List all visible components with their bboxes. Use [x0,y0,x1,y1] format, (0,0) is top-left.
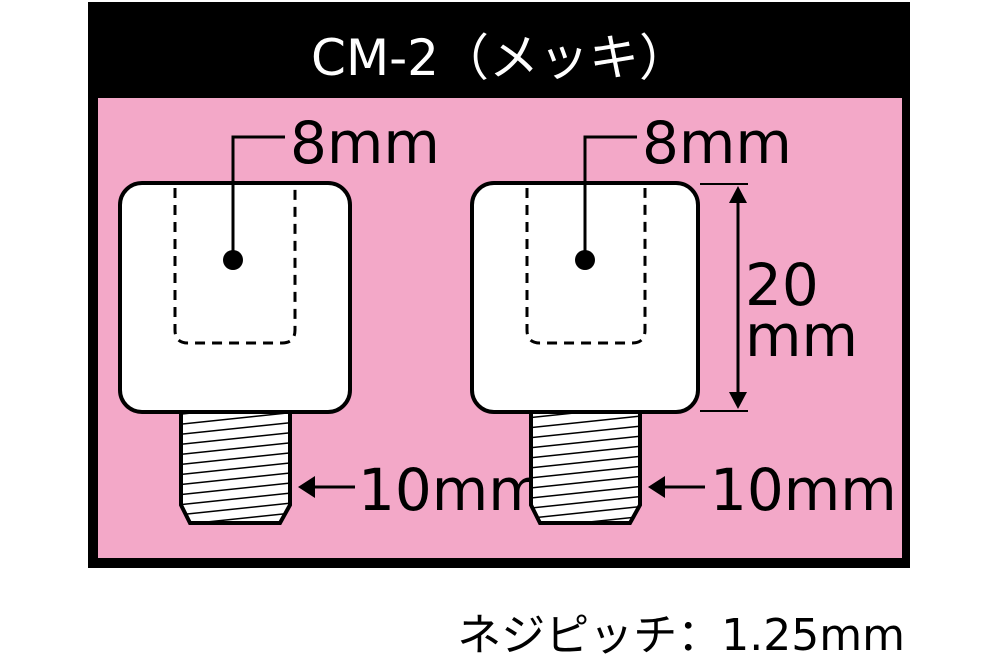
thread [179,410,292,525]
adapter-left: 8mm 10mm [118,109,545,525]
thread-label: 10mm [358,456,545,524]
height-label-unit: mm [745,302,858,370]
arrow-icon [648,476,665,498]
thread-label: 10mm [710,456,897,524]
thread-pitch-note: ネジピッチ：1.25mm [457,610,905,661]
leader-line [231,135,285,260]
height-label-number: 20 [745,251,819,319]
arrow-icon [298,476,315,498]
arrow-up-icon [729,186,747,203]
thread [529,410,642,525]
title: CM-2（メッキ） [311,29,689,87]
hole-outline [173,188,297,345]
hole-label: 8mm [642,109,792,177]
leader-line [583,135,637,260]
hole-label: 8mm [290,109,440,177]
arrow-down-icon [729,392,747,409]
hole-outline [525,188,647,345]
body [118,181,352,414]
adapter-right: 8mm 20 mm 10mm [470,109,897,525]
